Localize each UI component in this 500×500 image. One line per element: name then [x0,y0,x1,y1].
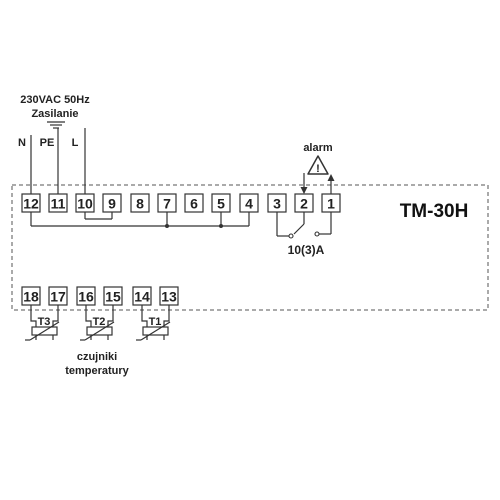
terminal-9: 9 [102,193,122,213]
svg-text:7: 7 [163,196,171,212]
probe-label-t3: T3 [38,316,51,328]
svg-text:3: 3 [273,196,281,212]
terminal-10: 10 [75,193,95,213]
sensors-label: czujniki [77,351,117,363]
svg-text:13: 13 [161,289,177,305]
probe-t1: T1 [136,305,171,341]
svg-text:10: 10 [77,196,93,212]
controller-housing [11,184,489,311]
terminal-4: 4 [239,193,259,213]
terminal-5: 5 [211,193,231,213]
terminal-15: 15 [103,286,123,306]
supply-wires [30,128,86,194]
probe-t3: T3 [25,305,60,341]
bottom-terminal-strip: 18 17 16 15 14 13 [21,286,179,306]
svg-text:17: 17 [50,289,66,305]
svg-text:15: 15 [105,289,121,305]
terminal-7: 7 [157,193,177,213]
svg-text:14: 14 [134,289,150,305]
ground-icon [47,121,65,129]
probe-t2: T2 [80,305,115,341]
terminal-8: 8 [130,193,150,213]
terminal-18: 18 [21,286,41,306]
terminal-1: 1 [321,193,341,213]
alarm-label: alarm [303,142,333,154]
probe-label-t1: T1 [149,316,162,328]
supply-label: Zasilanie [31,108,78,120]
warning-triangle-icon: ! [307,155,329,175]
terminal-2: 2 [294,193,314,213]
svg-text:9: 9 [108,196,116,212]
supply-voltage-label: 230VAC 50Hz [20,94,90,106]
warning-symbol: ! [316,163,320,175]
svg-text:18: 18 [23,289,39,305]
svg-text:2: 2 [300,196,308,212]
svg-text:16: 16 [78,289,94,305]
terminal-11: 11 [48,193,68,213]
terminal-16: 16 [76,286,96,306]
terminal-17: 17 [48,286,68,306]
internal-wiring [30,212,250,228]
svg-text:6: 6 [190,196,198,212]
terminal-3: 3 [267,193,287,213]
wire-label-n: N [18,137,26,149]
top-terminal-strip: 12 11 10 9 8 7 6 5 [21,193,341,213]
terminal-6: 6 [184,193,204,213]
terminal-13: 13 [159,286,179,306]
terminal-12: 12 [21,193,41,213]
svg-text:8: 8 [136,196,144,212]
wire-label-pe: PE [40,137,55,149]
svg-text:5: 5 [217,196,225,212]
sensors-label-2: temperatury [65,365,129,377]
svg-text:12: 12 [23,196,39,212]
svg-text:11: 11 [51,196,66,212]
probe-label-t2: T2 [93,316,106,328]
svg-text:1: 1 [327,196,335,212]
relay-rating-label: 10(3)A [288,243,325,257]
wire-label-l: L [72,137,79,149]
alarm-arrows [300,173,335,194]
svg-text:4: 4 [245,196,253,212]
relay-contact [276,212,332,239]
model-label: TM-30H [400,201,469,222]
terminal-14: 14 [132,286,152,306]
